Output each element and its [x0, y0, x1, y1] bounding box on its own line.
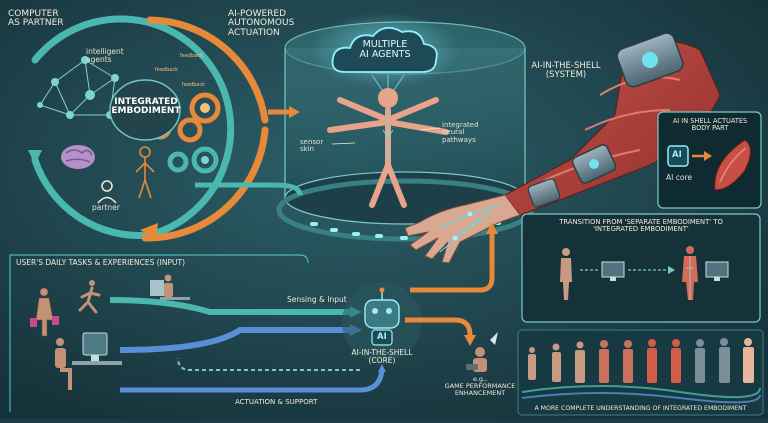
- ai-core-label: AI core: [666, 173, 692, 182]
- transition-title: TRANSITION FROM 'SEPARATE EMBODIMENT' TO…: [559, 218, 723, 234]
- tasks-panel: [9, 106, 498, 412]
- actuates-title: AI IN SHELL ACTUATES BODY PART: [672, 117, 748, 132]
- game-label: e.g., GAME PERFORMANCE ENHANCEMENT: [444, 375, 516, 397]
- core-label: AI-IN-THE-SHELL (CORE): [351, 348, 413, 365]
- actuation-title: AI-POWERED AUTONOMOUS ACTUATION: [228, 9, 295, 38]
- sensing-input-label: Sensing & Input: [287, 295, 347, 304]
- feedback-label-3: feedback: [182, 82, 205, 88]
- robotic-arm-illustration: [404, 32, 721, 264]
- computer-partner-panel: [28, 15, 269, 242]
- integrated-embodiment-label: INTEGRATED EMBODIMENT: [111, 97, 181, 117]
- core-chip: AI: [377, 332, 387, 342]
- neural-pathways-label: integrated neural pathways: [442, 121, 479, 144]
- intelligent-agents-label: intelligent agents: [86, 47, 124, 64]
- feedback-label-1: feedback: [180, 53, 203, 59]
- actuates-chip: AI: [672, 150, 682, 160]
- understanding-caption: A MORE COMPLETE UNDERSTANDING OF INTEGRA…: [534, 405, 747, 412]
- actuation-cylinder: [276, 12, 534, 242]
- multiple-agents-label: MULTIPLE AI AGENTS: [359, 39, 411, 60]
- feedback-label-2: feedback: [155, 67, 178, 73]
- evolution-strip: [517, 329, 764, 416]
- sensor-skin-label: sensor skin: [300, 138, 324, 154]
- transition-box: [521, 213, 761, 323]
- actuates-box: [657, 111, 762, 209]
- shell-system-title: AI-IN-THE-SHELL (SYSTEM): [531, 61, 601, 80]
- actuation-support-label: ACTUATION & SUPPORT: [235, 398, 318, 406]
- tasks-title: USER'S DAILY TASKS & EXPERIENCES (INPUT): [16, 258, 186, 267]
- partner-label: partner: [92, 203, 120, 212]
- computer-partner-title: COMPUTER AS PARTNER: [8, 9, 64, 29]
